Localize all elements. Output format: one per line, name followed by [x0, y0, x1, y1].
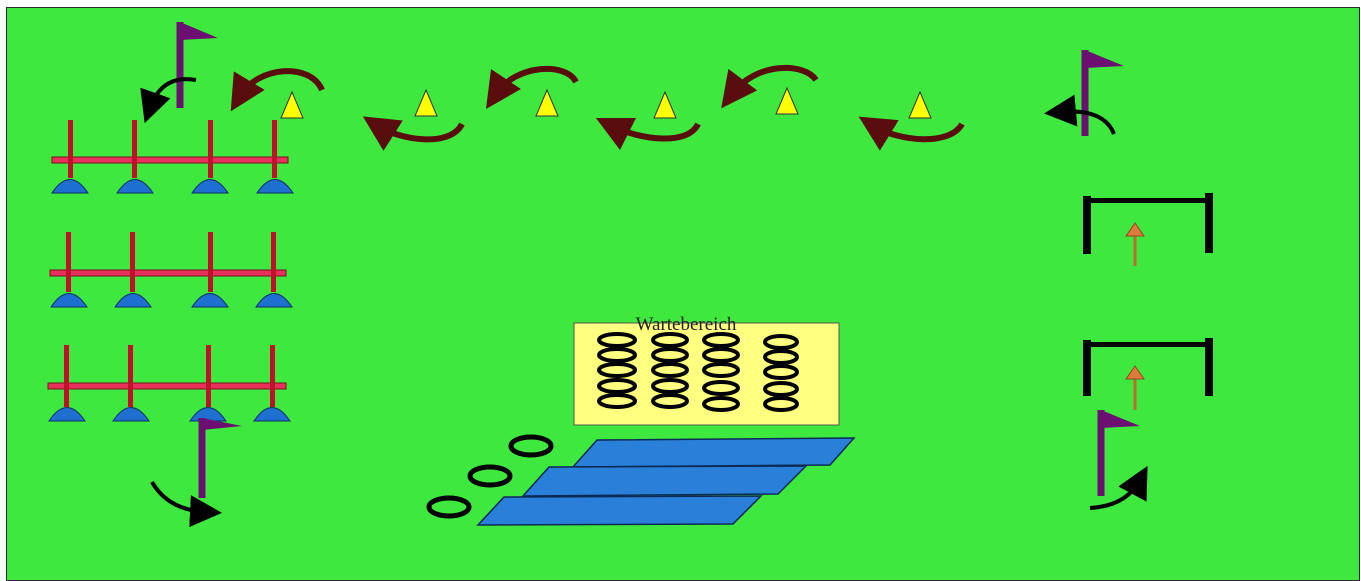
flag-icon	[180, 22, 218, 40]
mat-icon	[523, 466, 806, 496]
ring-stack	[599, 334, 635, 407]
ring-icon	[653, 364, 687, 376]
ring-icon	[599, 334, 635, 346]
ring-icon	[599, 380, 635, 392]
ring-icon	[653, 349, 687, 361]
hurdle-row	[48, 345, 290, 421]
flag-icon	[1101, 410, 1140, 428]
ring-icon	[704, 349, 738, 361]
hurdle-bar	[50, 270, 286, 276]
ring-icon	[653, 334, 687, 346]
hurdle-row	[52, 120, 293, 193]
gate-icon	[1083, 340, 1091, 396]
curved-arrow-icon	[732, 68, 816, 94]
gate-top	[1083, 193, 1213, 266]
curved-arrow-icon	[150, 79, 196, 108]
cone-icon	[536, 90, 558, 116]
flag-top-left	[150, 22, 218, 108]
cone-icon	[909, 92, 931, 118]
gate-icon	[1083, 196, 1091, 254]
cone-icon	[776, 88, 798, 114]
hurdle-bar	[48, 383, 286, 389]
curved-arrow-icon	[612, 124, 698, 139]
hurdle-bar	[52, 157, 288, 163]
ring-icon	[653, 395, 687, 407]
ring-stack	[653, 334, 687, 407]
waiting-area-label: Wartebereich	[636, 314, 737, 335]
ring-icon	[599, 395, 635, 407]
curved-arrow-icon	[874, 124, 962, 139]
flag-bottom-left	[152, 418, 242, 512]
gate-bar	[1088, 198, 1208, 203]
cone-icon	[654, 92, 676, 118]
curved-arrow-icon	[378, 124, 462, 139]
curved-arrow-icon	[240, 71, 322, 96]
ring-icon	[429, 498, 469, 516]
ring-icon	[765, 383, 797, 395]
slalom-course	[240, 68, 962, 139]
cone-icon	[281, 92, 303, 118]
gate-bottom	[1083, 338, 1213, 410]
ring-stack	[765, 336, 797, 410]
ring-icon	[704, 398, 738, 410]
ring-icon	[511, 437, 551, 455]
ring-icon	[765, 351, 797, 363]
mats	[478, 438, 854, 525]
hurdle-row	[50, 232, 292, 307]
waiting-area: Wartebereich	[574, 314, 839, 425]
mat-icon	[478, 496, 761, 525]
ring-icon	[765, 336, 797, 348]
ring-icon	[470, 467, 510, 485]
ring-icon	[704, 334, 738, 346]
ring-icon	[765, 398, 797, 410]
ring-icon	[704, 364, 738, 376]
cone-icon	[415, 90, 437, 116]
ring-icon	[765, 366, 797, 378]
ring-icon	[599, 349, 635, 361]
curved-arrow-icon	[152, 482, 206, 512]
ring-icon	[599, 364, 635, 376]
flag-top-right	[1060, 50, 1124, 136]
ring-icon	[704, 382, 738, 394]
mat-icon	[573, 438, 854, 467]
flag-bottom-right	[1090, 410, 1140, 508]
ring-icon	[653, 380, 687, 392]
flag-icon	[1085, 50, 1124, 68]
ring-stack	[704, 334, 738, 410]
gate-bar	[1088, 342, 1208, 347]
curved-arrow-icon	[496, 69, 576, 94]
